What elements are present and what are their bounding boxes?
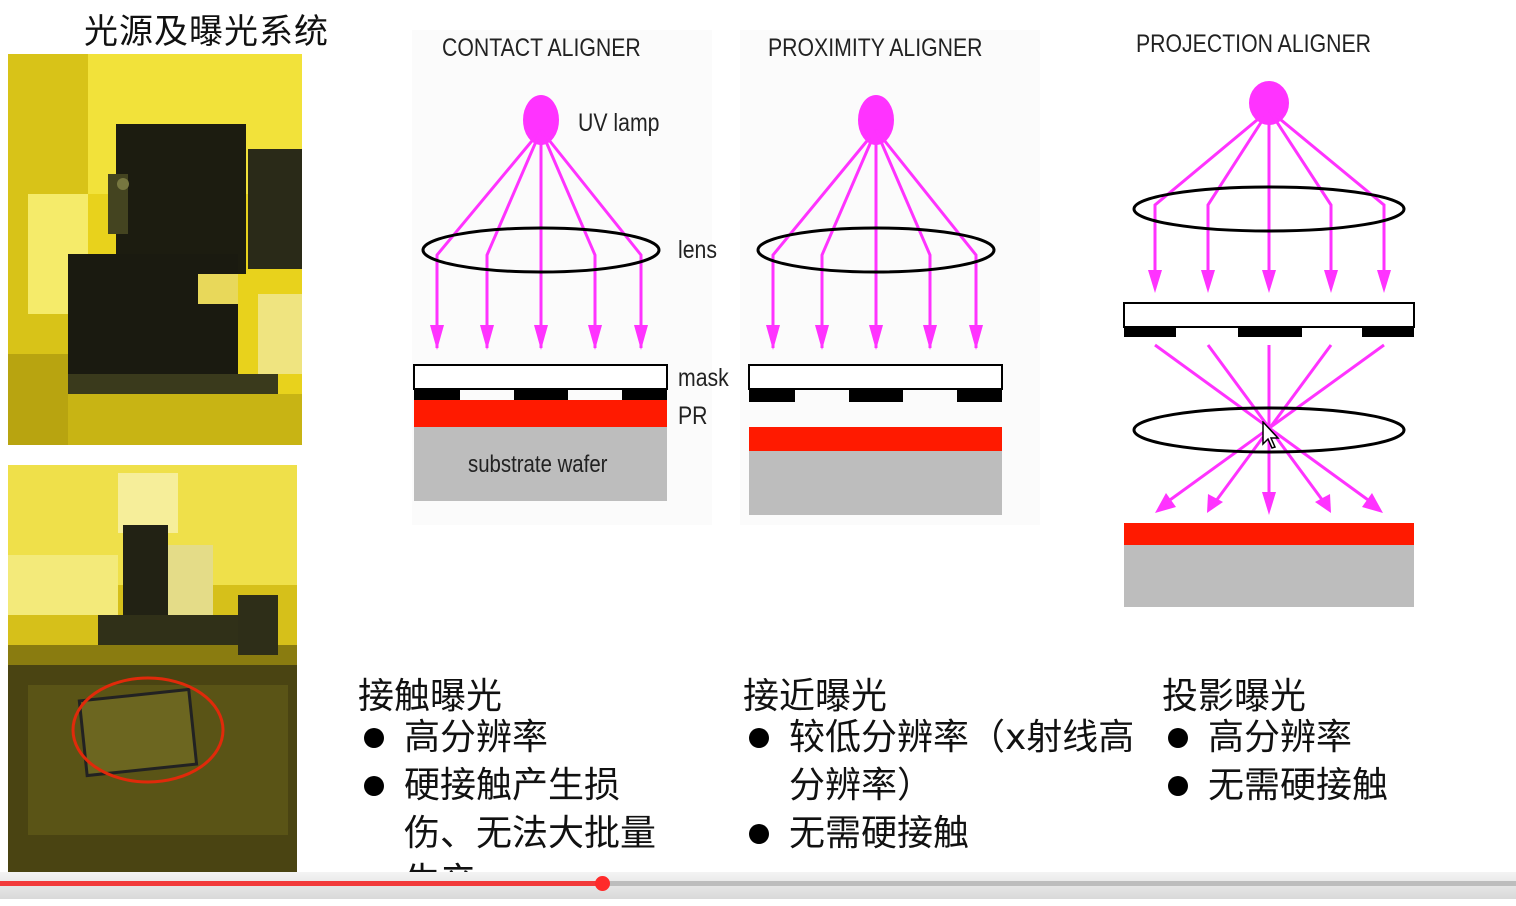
lens-label: lens <box>678 236 717 264</box>
bullet-icon <box>1168 728 1188 748</box>
list-item: 高分辨率 <box>1164 714 1484 762</box>
mask-label: mask <box>678 364 729 392</box>
uv-lamp-label: UV lamp <box>578 109 660 137</box>
video-progress-bar[interactable] <box>0 876 1516 891</box>
list-item: 无需硬接触 <box>745 810 1135 858</box>
substrate-label: substrate wafer <box>468 451 608 478</box>
lens-icon <box>1132 406 1406 454</box>
pr-label: PR <box>678 402 708 430</box>
mouse-cursor-icon <box>1262 421 1280 449</box>
projection-exposure-heading: 投影曝光 <box>1162 676 1307 717</box>
bullet-icon <box>749 728 769 748</box>
list-item: 高分辨率 <box>360 714 660 762</box>
bullet-icon <box>364 728 384 748</box>
proximity-aligner-title: PROXIMITY ALIGNER <box>768 34 983 62</box>
bullet-icon <box>1168 776 1188 796</box>
lens-icon <box>756 226 996 274</box>
list-item: 硬接触产生损伤、无法大批量生产 <box>360 762 660 906</box>
lens-icon <box>421 226 661 274</box>
projection-aligner-diagram <box>1123 81 1415 607</box>
uv-lamp-icon <box>858 95 894 145</box>
list-item: 较低分辨率（x射线高分辨率） <box>745 714 1135 810</box>
lens-icon <box>1132 185 1406 233</box>
contact-aligner-diagram <box>413 95 668 501</box>
equipment-photo-top <box>8 54 302 445</box>
projection-aligner-title: PROJECTION ALIGNER <box>1136 30 1371 58</box>
uv-lamp-icon <box>1249 81 1289 125</box>
list-item: 无需硬接触 <box>1164 762 1484 810</box>
video-progress-fill <box>0 881 602 886</box>
contact-aligner-title: CONTACT ALIGNER <box>442 34 641 62</box>
slide-title: 光源及曝光系统 <box>84 12 329 52</box>
projection-exposure-bullets: 高分辨率 无需硬接触 <box>1164 714 1484 810</box>
video-scrubber-handle[interactable] <box>594 876 610 891</box>
uv-lamp-icon <box>523 95 559 145</box>
aligner-diagrams <box>412 30 1415 607</box>
proximity-aligner-diagram <box>748 95 1003 515</box>
proximity-exposure-bullets: 较低分辨率（x射线高分辨率） 无需硬接触 <box>745 714 1135 858</box>
contact-exposure-bullets: 高分辨率 硬接触产生损伤、无法大批量生产 <box>360 714 660 906</box>
bullet-icon <box>364 776 384 796</box>
bullet-icon <box>749 824 769 844</box>
contact-exposure-heading: 接触曝光 <box>358 676 503 717</box>
proximity-exposure-heading: 接近曝光 <box>743 676 888 717</box>
equipment-photo-bottom <box>8 465 297 872</box>
